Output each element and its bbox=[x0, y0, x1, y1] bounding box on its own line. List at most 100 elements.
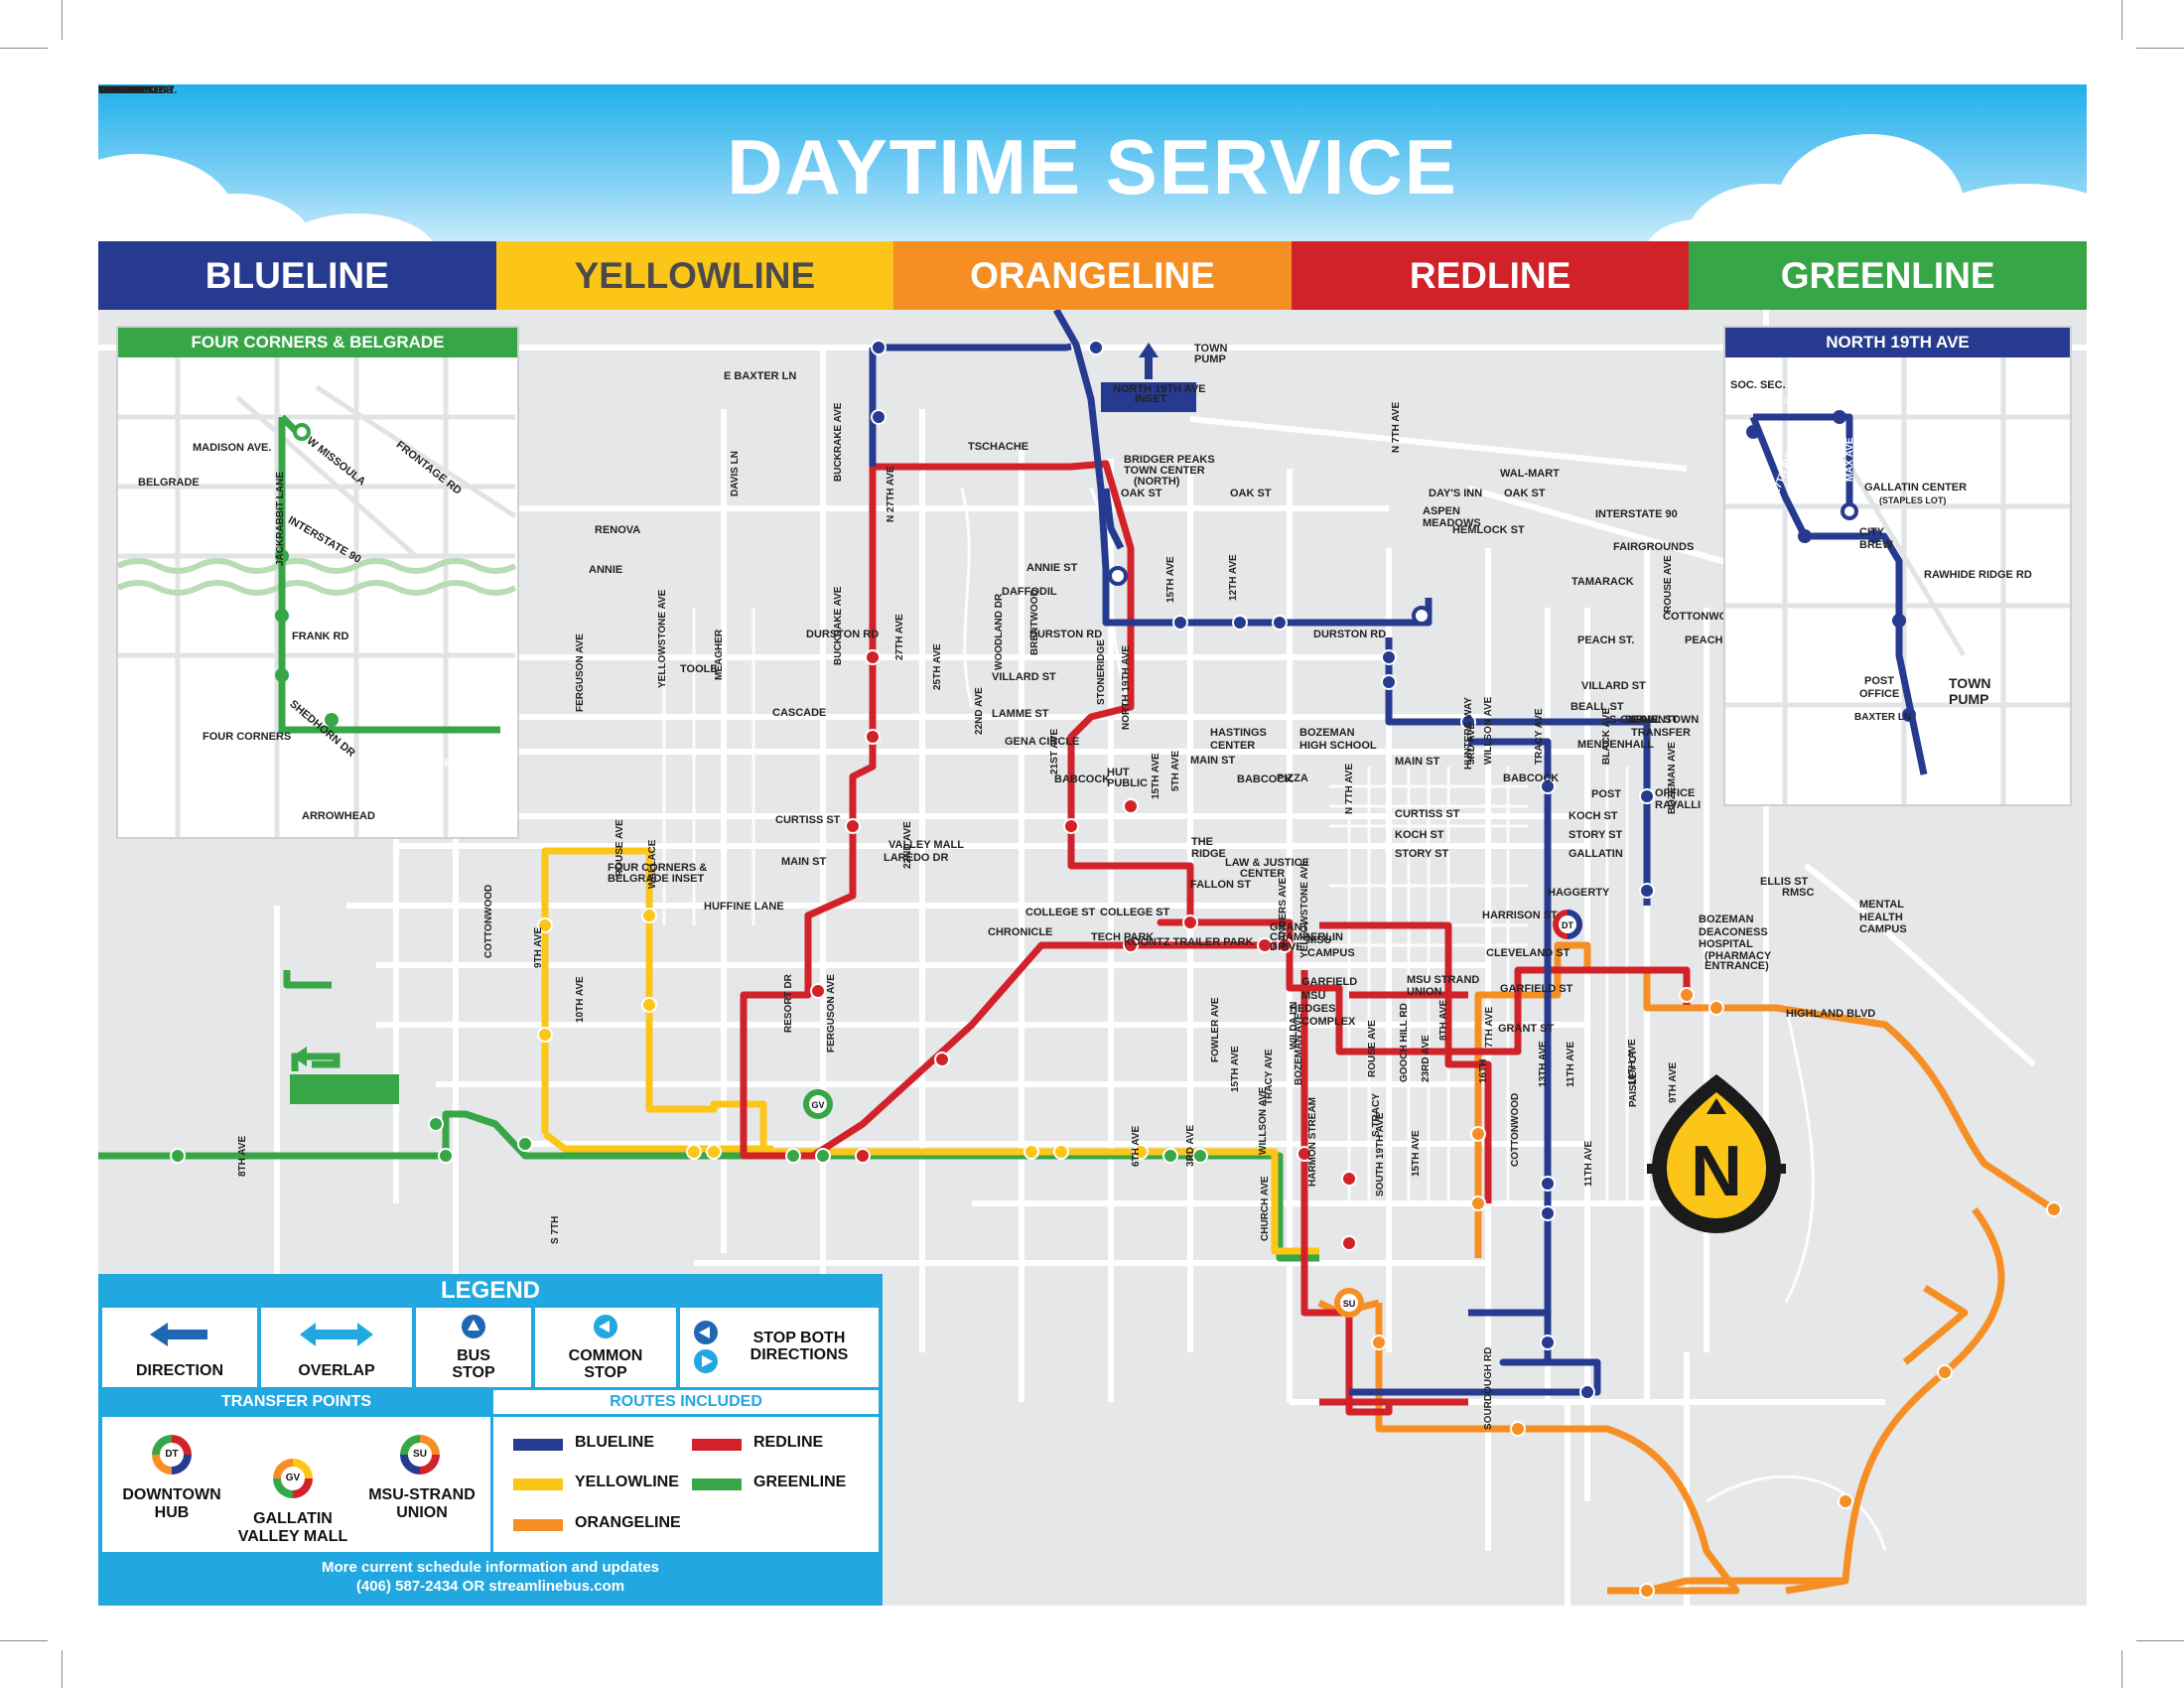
avenue-label: 3RD AVE bbox=[1466, 722, 1477, 765]
street-label: LAMME ST bbox=[992, 708, 1049, 720]
avenue-label: BRENTWOOD bbox=[1029, 589, 1040, 655]
compass-icon: N bbox=[1647, 1074, 1786, 1233]
overlap-arrow-icon bbox=[300, 1323, 373, 1346]
avenue-label: WILLSON AVE bbox=[1483, 696, 1494, 765]
avenue-label: 13TH AVE bbox=[1538, 1041, 1549, 1087]
avenue-label: TRACY AVE bbox=[1534, 708, 1545, 766]
north-19th-inset-pointer[interactable] bbox=[1101, 343, 1196, 412]
street-label: HIGHLAND BLVD bbox=[1786, 1008, 1876, 1020]
street-label: RMSC bbox=[1782, 887, 1815, 899]
street-label: BOZEMAN bbox=[1299, 727, 1355, 739]
street-label: S-CURVE bbox=[1609, 714, 1659, 726]
street-label: KOCH ST bbox=[1569, 810, 1618, 822]
street-label: VILLARD ST bbox=[1581, 680, 1646, 692]
street-label: BABCOCK bbox=[1503, 773, 1560, 784]
crop-mark bbox=[2121, 0, 2122, 40]
compass-letter: N bbox=[1691, 1132, 1742, 1211]
yellowline-route bbox=[541, 847, 1319, 1255]
stop-both-directions-icon bbox=[694, 1321, 718, 1373]
label: FOUR CORNERS bbox=[203, 731, 292, 743]
label: RAWHIDE RIDGE RD bbox=[1924, 569, 2032, 581]
street-label: HASTINGS bbox=[1210, 727, 1267, 739]
crop-mark bbox=[2121, 1650, 2122, 1688]
street-label: GARFIELD bbox=[1301, 976, 1358, 988]
label: JACKRABBIT LANE bbox=[275, 472, 286, 566]
bus-stop-icon bbox=[462, 1315, 485, 1338]
greenline-route bbox=[98, 970, 1319, 1262]
street-label: MAIN ST bbox=[1190, 755, 1236, 767]
label: ARROWHEAD bbox=[302, 810, 375, 822]
street-label: TOWN bbox=[1194, 343, 1228, 354]
street-label: HIGH SCHOOL bbox=[1299, 740, 1377, 752]
avenue-label: YELLOWSTONE AVE bbox=[657, 589, 668, 688]
avenue-label: 6TH AVE bbox=[1131, 1125, 1142, 1167]
avenue-label: GOOCH HILL RD bbox=[1399, 1003, 1410, 1082]
street-label: OAK ST bbox=[1230, 488, 1272, 499]
street-label: INSET bbox=[1135, 393, 1167, 405]
street-label: STORY ST bbox=[1395, 848, 1449, 860]
avenue-label: BOZEMAN AVE bbox=[1294, 1013, 1304, 1085]
street-label: GALLATIN bbox=[1569, 848, 1623, 860]
street-label: POST bbox=[1591, 788, 1621, 800]
avenue-label: SANDERS AVE bbox=[1278, 877, 1289, 948]
legend-label: BUS bbox=[457, 1347, 490, 1364]
avenue-label: N 27TH AVE bbox=[886, 466, 896, 522]
street-label: ANNIE ST bbox=[1026, 562, 1078, 574]
inset-four-corners-title: FOUR CORNERS & BELGRADE bbox=[118, 328, 517, 357]
street-label: UNION bbox=[1407, 986, 1442, 998]
msu-strand-union-badge[interactable]: SU bbox=[1334, 1288, 1364, 1318]
street-label: ELLIS ST bbox=[1760, 876, 1809, 888]
street-label: FAIRGROUNDS bbox=[1613, 541, 1695, 553]
footer-contact[interactable]: (406) 587-2434 OR streamlinebus.com bbox=[355, 1578, 625, 1595]
routes-included-box: BLUELINE REDLINE YELLOWLINE GREENLINE OR… bbox=[493, 1417, 879, 1552]
legend-label: DIRECTIONS bbox=[750, 1346, 849, 1363]
legend-label: OVERLAP bbox=[298, 1362, 375, 1379]
label: OFFICE bbox=[1859, 688, 1900, 700]
label: SOC. SEC. bbox=[1730, 379, 1786, 391]
street-label: COLLEGE ST bbox=[1100, 907, 1170, 918]
downtown-transfer-badge[interactable]: DT bbox=[1553, 910, 1582, 939]
label: MADISON AVE. bbox=[193, 442, 272, 454]
avenue-label: 25TH AVE bbox=[932, 643, 943, 690]
route-bar: BLUELINE YELLOWLINE ORANGELINE REDLINE G… bbox=[98, 241, 2087, 310]
street-label: PIZZA bbox=[1277, 773, 1308, 784]
street-label: VALLEY MALL bbox=[888, 839, 964, 851]
avenue-label: WOODLAND DR bbox=[994, 593, 1005, 670]
street-label: MEADOWS bbox=[1423, 517, 1481, 529]
label: MAX AVE bbox=[1844, 437, 1855, 482]
legend-label: DIRECTION bbox=[136, 1362, 223, 1379]
blueline-swatch bbox=[513, 1439, 563, 1451]
four-corners-inset-pointer[interactable] bbox=[290, 1047, 399, 1104]
label: TOWN bbox=[1949, 675, 1991, 691]
legend-label: GALLATIN bbox=[253, 1510, 333, 1527]
avenue-label: FERGUSON AVE bbox=[826, 974, 837, 1053]
svg-text:SU: SU bbox=[1343, 1299, 1356, 1309]
gallatin-valley-mall-badge[interactable]: GV bbox=[803, 1089, 833, 1119]
red-stop-markers bbox=[810, 649, 1357, 1251]
label: PUMP bbox=[1949, 691, 1989, 707]
avenue-label: 8TH AVE bbox=[1438, 999, 1449, 1041]
legend-route-name: BLUELINE bbox=[575, 1434, 654, 1451]
avenue-label: ROUSE AVE bbox=[614, 819, 625, 877]
street-label: TAMARACK bbox=[1571, 576, 1634, 588]
street-label: FOUR CORNERS & bbox=[608, 862, 708, 874]
street-label: TRANSFER bbox=[1631, 727, 1691, 739]
street-label: LAW & JUSTICE bbox=[1225, 857, 1309, 869]
crop-mark bbox=[2136, 48, 2184, 49]
inset-north-19th-title: NORTH 19TH AVE bbox=[1725, 328, 2070, 357]
street-label: DRIVE bbox=[1270, 941, 1303, 953]
street-label: OFFICE bbox=[1655, 787, 1696, 799]
avenue-label: COTTONWOOD bbox=[483, 884, 494, 958]
yellow-stop-markers bbox=[537, 908, 1149, 1160]
street-label: CENTER bbox=[1210, 740, 1256, 752]
street-label: CHRONICLE bbox=[988, 926, 1053, 938]
avenue-label: 21ST AVE bbox=[1049, 728, 1060, 774]
street-label: GRANT bbox=[1270, 921, 1309, 933]
avenue-label: NORTH 19TH AVE bbox=[1121, 644, 1132, 730]
avenue-label: WILLSON AVE bbox=[1258, 1086, 1269, 1155]
street-label: BABCOCK bbox=[1237, 774, 1294, 785]
street-label: OAK ST bbox=[1504, 488, 1546, 499]
avenue-label: MEAGHER bbox=[714, 629, 725, 680]
label: FRANK RD bbox=[292, 631, 349, 642]
street-label: BEALL ST bbox=[1625, 714, 1679, 726]
